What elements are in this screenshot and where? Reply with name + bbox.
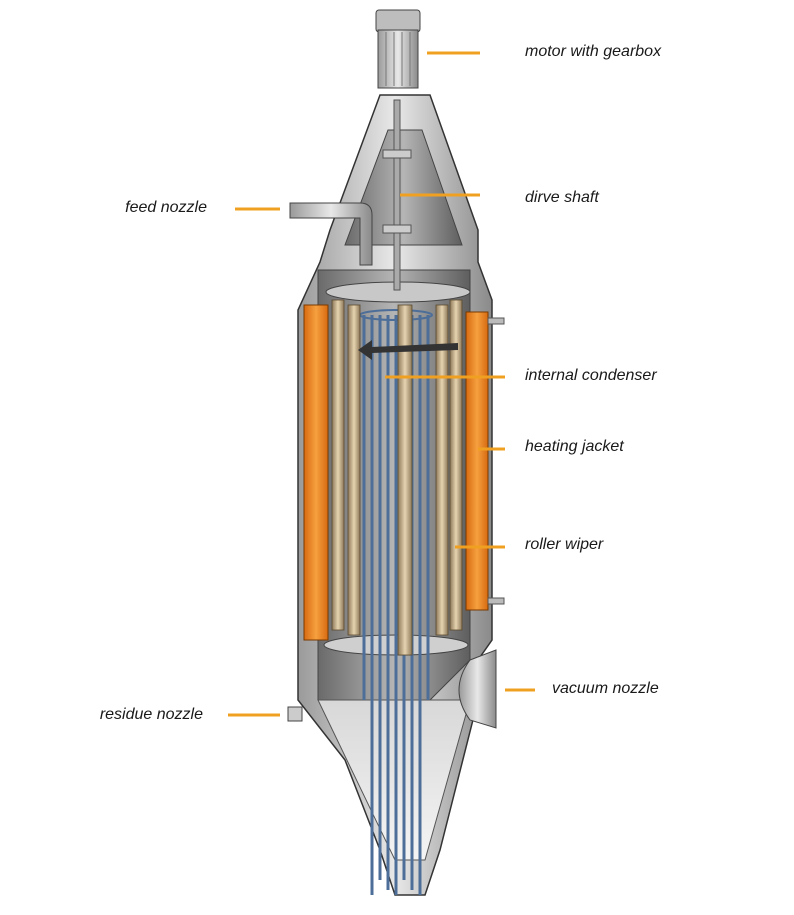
label-roller-wiper: roller wiper [525, 536, 604, 553]
label-heating-jacket: heating jacket [525, 438, 624, 455]
motor-with-gearbox [375, 9, 421, 89]
label-feed-nozzle: feed nozzle [125, 199, 207, 216]
label-drive-shaft: dirve shaft [525, 189, 599, 206]
drive-shaft [393, 99, 401, 291]
label-internal-condenser: internal condenser [525, 367, 657, 384]
label-residue-nozzle: residue nozzle [99, 706, 203, 723]
rotation-arrow [358, 340, 458, 360]
feed-nozzle [289, 202, 373, 266]
heating-jacket-left [303, 304, 329, 641]
label-vacuum-nozzle: vacuum nozzle [552, 680, 659, 697]
residue-nozzle [287, 706, 303, 722]
vacuum-nozzle [458, 649, 497, 729]
label-motor-with-gearbox: motor with gearbox [525, 43, 662, 60]
leader-lines [228, 51, 535, 717]
bottom-cone [317, 699, 471, 861]
heating-jacket-right [465, 311, 489, 611]
